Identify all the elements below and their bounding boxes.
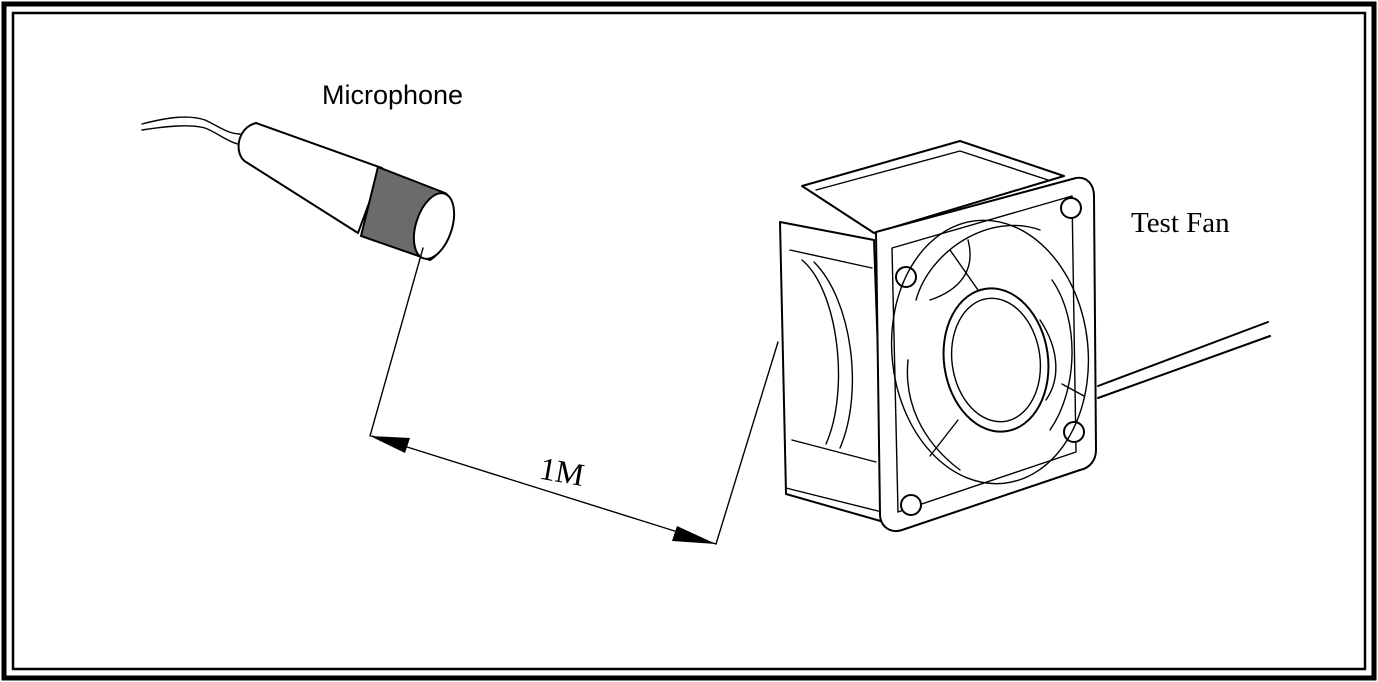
- microphone-cable: [141, 116, 241, 135]
- arrowhead-left: [370, 436, 410, 453]
- microphone-body: [237, 122, 383, 234]
- mount-hole-bottom-left: [900, 494, 922, 516]
- arrowhead-right: [672, 526, 716, 544]
- mount-hole-bottom-right: [1063, 421, 1085, 443]
- fan-icon: [779, 140, 1271, 532]
- fan-cable: [1097, 321, 1269, 387]
- microphone-icon: [141, 116, 456, 262]
- mount-hole-top-right: [1060, 197, 1082, 219]
- distance-label: 1M: [537, 450, 587, 493]
- fan-hub: [942, 287, 1050, 433]
- test-fan-label: Test Fan: [1131, 207, 1230, 239]
- microphone-label: Microphone: [322, 80, 463, 110]
- distance-dimension: [369, 247, 779, 545]
